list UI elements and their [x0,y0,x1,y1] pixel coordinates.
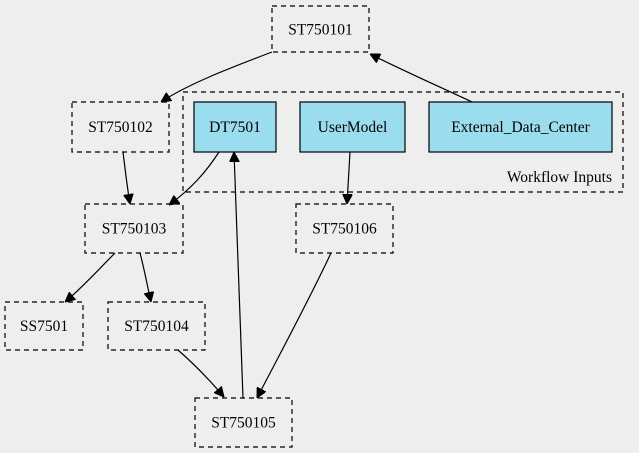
node-st750104-label: ST750104 [124,318,189,335]
node-st750106-label: ST750106 [312,221,377,238]
edge-dt7501-to-st750103 [169,151,220,205]
edge-usermodel-to-st750106 [347,151,350,204]
edge-st750106-to-st750105 [256,252,332,398]
node-st750102-box [71,101,170,153]
node-usermodel-box [299,101,406,153]
node-usermodel-label: UserModel [318,119,388,136]
node-dt7501-box [193,101,277,153]
cluster-label: Workflow Inputs [507,169,612,186]
node-ss7501: SS7501 [4,301,84,351]
edge-st750104-to-st750105 [177,349,224,397]
node-st750105-label: ST750105 [211,415,276,432]
node-st750106: ST750106 [295,203,394,254]
node-st750102: ST750102 [71,101,170,153]
node-st750104: ST750104 [107,301,206,351]
node-st750106-box [295,203,394,254]
node-ss7501-box [4,301,84,351]
node-st750102-label: ST750102 [88,119,153,136]
node-st750103-label: ST750103 [102,221,167,238]
node-st750103-box [84,203,184,254]
node-dt7501-label: DT7501 [209,119,261,136]
edges [65,51,473,399]
edge-st750101-to-st750102 [161,51,273,102]
node-usermodel: UserModel [299,101,406,153]
node-st750105-box [194,397,293,448]
edge-st750103-to-ss7501 [65,252,116,302]
node-st750105: ST750105 [194,397,293,448]
edge-st750102-to-st750103 [122,151,130,204]
node-external-data-center: External_Data_Center [428,101,613,153]
node-st750103: ST750103 [84,203,184,254]
cluster-border [182,91,624,193]
node-st750101-label: ST750101 [288,22,353,39]
node-ss7501-label: SS7501 [20,318,68,335]
node-external-data-center-label: External_Data_Center [451,119,590,136]
edge-st750105-to-dt7501 [234,152,244,399]
node-external-data-center-box [428,101,613,153]
node-st750104-box [107,301,206,351]
workflow-inputs-cluster: Workflow Inputs [182,91,624,193]
edge-external-data-center-to-st750101 [370,53,473,103]
node-dt7501: DT7501 [193,101,277,153]
edge-st750103-to-st750104 [139,252,151,302]
node-st750101: ST750101 [271,5,370,53]
node-st750101-box [271,5,370,53]
